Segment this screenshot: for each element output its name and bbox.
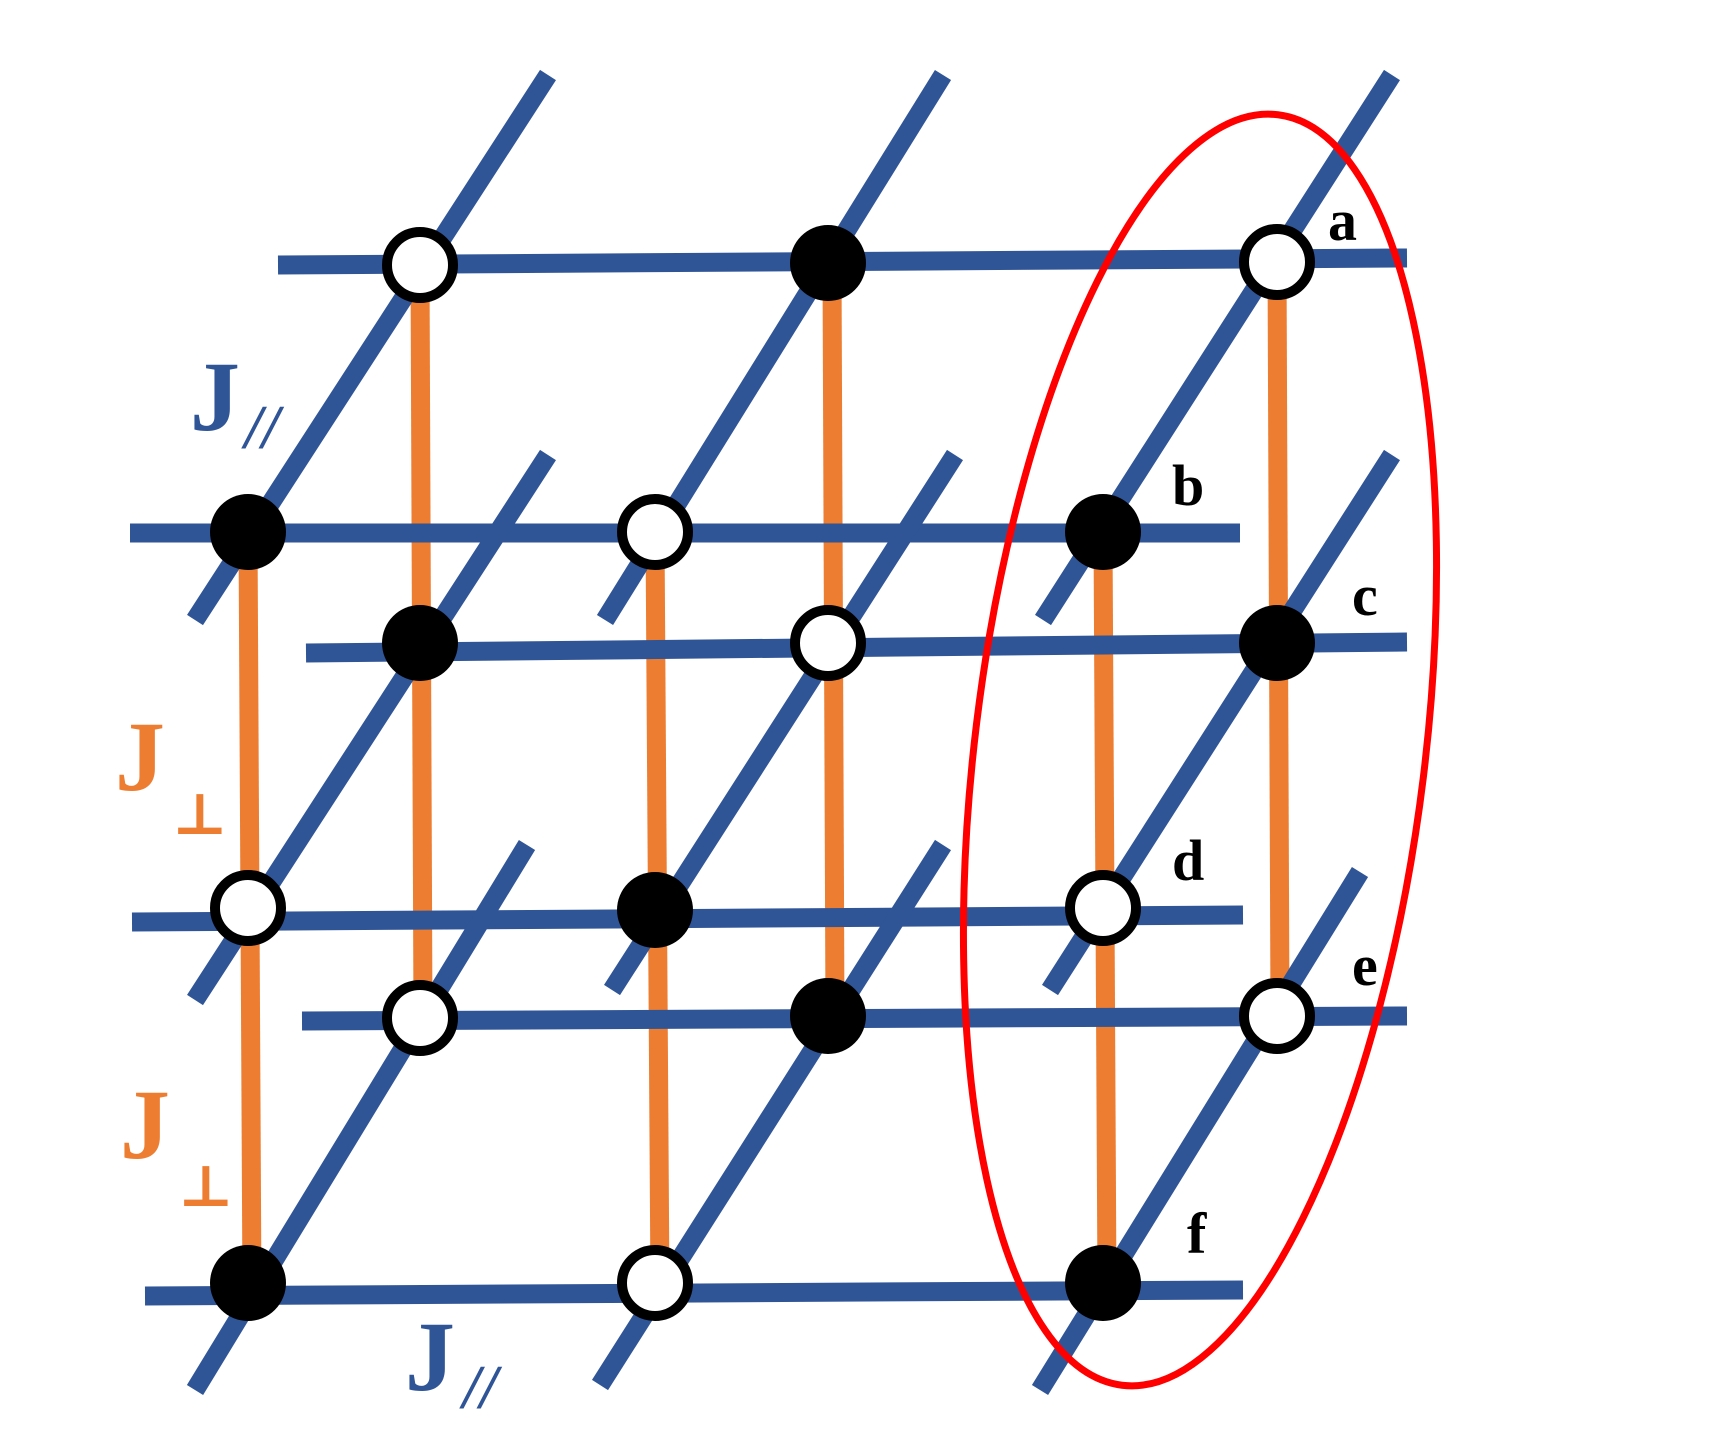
site-label-f: f — [1187, 1201, 1207, 1266]
filled-site — [382, 605, 458, 681]
open-site — [210, 870, 286, 946]
j-parallel-letter: J — [190, 341, 240, 452]
filled-site — [210, 1245, 286, 1321]
site-label-c: c — [1352, 563, 1378, 628]
j-perp-subscript: ⊥ — [172, 782, 228, 847]
filled-site — [790, 978, 866, 1054]
j-parallel-label-bottom: J // — [405, 1301, 502, 1422]
open-site — [1239, 978, 1315, 1054]
filled-site — [1239, 605, 1315, 681]
site-label-d: d — [1172, 828, 1204, 893]
filled-site — [790, 225, 866, 301]
lattice-sites — [210, 224, 1315, 1321]
open-site — [382, 980, 458, 1056]
j-parallel-label-top: J // — [190, 341, 284, 462]
site-label-e: e — [1352, 933, 1378, 998]
filled-site — [1065, 1245, 1141, 1321]
highlight-ellipse — [959, 110, 1441, 1390]
parallel-bond — [144, 1280, 1244, 1306]
site-label-a: a — [1328, 188, 1357, 253]
open-site — [617, 1245, 693, 1321]
filled-site — [617, 872, 693, 948]
open-site — [1065, 870, 1141, 946]
open-site — [790, 605, 866, 681]
j-parallel-subscript: // — [459, 1354, 502, 1422]
filled-site — [210, 494, 286, 570]
open-site — [382, 227, 458, 303]
j-perp-label-lower: J ⊥ — [120, 1069, 234, 1219]
j-perp-label-upper: J ⊥ — [115, 701, 228, 847]
open-site — [1239, 224, 1315, 300]
j-perp-subscript: ⊥ — [178, 1154, 234, 1219]
site-label-b: b — [1172, 453, 1204, 518]
j-parallel-subscript: // — [241, 394, 284, 462]
j-parallel-letter: J — [405, 1301, 455, 1412]
filled-site — [1065, 494, 1141, 570]
open-site — [617, 494, 693, 570]
j-perp-letter: J — [120, 1069, 170, 1180]
j-perp-letter: J — [115, 701, 165, 812]
